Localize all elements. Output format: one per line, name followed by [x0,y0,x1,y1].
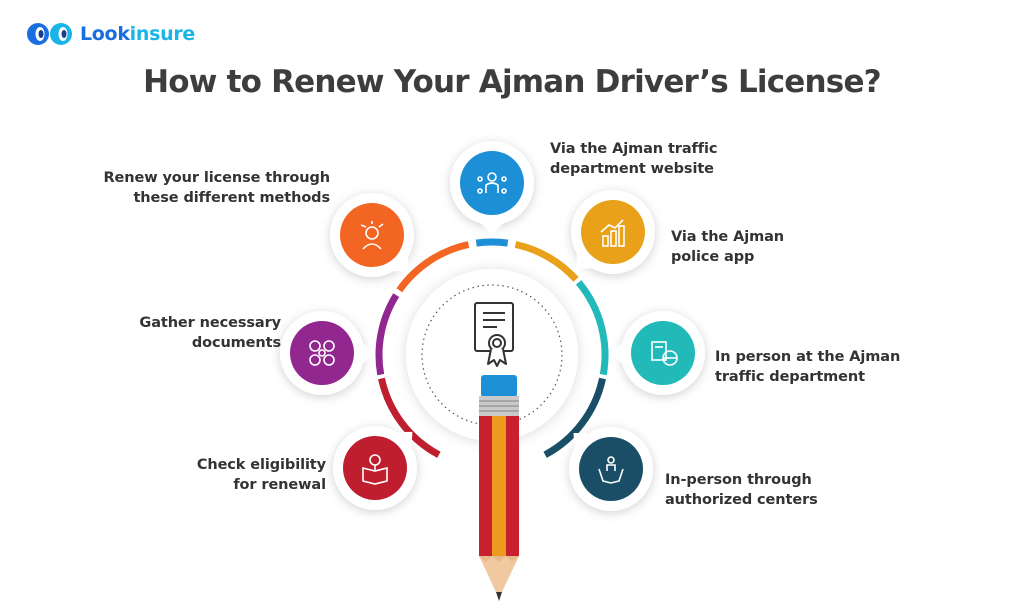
badge-inner [631,321,695,385]
step-label-line: Via the Ajman [671,229,785,245]
step-label-line: Renew your license through [103,170,330,186]
badge-inner [290,321,354,385]
step-label-line: Check eligibility [196,457,326,473]
step-label-line: department website [550,161,714,177]
page-title: How to Renew Your Ajman Driver’s License… [143,64,882,100]
pencil-graphic [479,375,519,601]
badge-inner [579,437,643,501]
step-label-line: for renewal [233,477,326,493]
step-label-line: documents [191,335,281,351]
step-badge [450,141,534,235]
badge-pointer [576,244,601,270]
ring-segment [475,238,509,247]
step-label-police-app: Via the Ajman police app [671,227,784,267]
pencil-lead [496,592,502,601]
step-badge [330,193,414,277]
step-label-line: In-person through [665,472,812,488]
badge-pointer [388,431,413,457]
center-dotted-ring [421,284,563,426]
step-label-authorized-centers: In-person through authorized centers [665,470,818,510]
step-label-line: police app [671,249,755,265]
eyes-logo-icon [27,23,72,45]
growth-chart-icon [600,219,625,247]
pencil-body-left [479,416,492,556]
badge-pointer [356,336,374,370]
brand-logo: Lookinsure [26,20,195,48]
global-office-icon [651,341,678,366]
step-label-gather-documents: Gather necessary documents [139,313,281,353]
brand-name-part1: Look [80,23,130,45]
documents-network-icon [309,340,335,366]
step-label-line: Via the Ajman traffic [550,141,718,157]
step-badges [280,141,705,511]
step-label-renew-methods: Renew your license through these differe… [103,168,330,208]
pencil-eraser [481,375,517,397]
step-label-check-eligibility: Check eligibility for renewal [197,455,326,495]
step-label-traffic-department: In person at the Ajman traffic departmen… [715,347,900,387]
badge-pointer [475,217,509,235]
pencil-body-middle [492,416,506,556]
badge-pointer [573,433,598,458]
step-label-line: these different methods [133,190,330,206]
hands-people-icon [598,456,624,484]
pencil-wood-tip [479,556,519,592]
step-label-line: Gather necessary [139,315,281,331]
step-badge [333,426,417,510]
step-badge [611,311,705,395]
pencil-body-right [506,416,519,556]
step-label-line: In person at the Ajman [715,349,901,365]
step-badge [280,311,374,395]
ring-segment [378,377,441,458]
certificate-icon [474,302,514,367]
ring-segment [575,280,609,376]
badge-pointer [611,336,629,370]
step-label-line: traffic department [715,369,865,385]
ring-segment [514,241,579,282]
step-badge [569,427,653,511]
ring-segment [396,241,470,293]
step-label-line: authorized centers [665,492,818,508]
step-label-website: Via the Ajman traffic department website [550,139,717,179]
badge-inner [340,203,404,267]
brand-name-part2: insure [129,23,196,45]
badge-pointer [384,247,409,272]
badge-inner [581,200,645,264]
brand-name: Lookinsure [80,23,195,45]
book-lightbulb-icon [362,454,388,485]
ring-segment [375,293,400,376]
people-ideas-icon [360,221,384,250]
step-badge [571,190,655,274]
colored-ring [375,238,609,458]
person-network-icon [477,172,507,194]
ring-segment [543,377,606,458]
